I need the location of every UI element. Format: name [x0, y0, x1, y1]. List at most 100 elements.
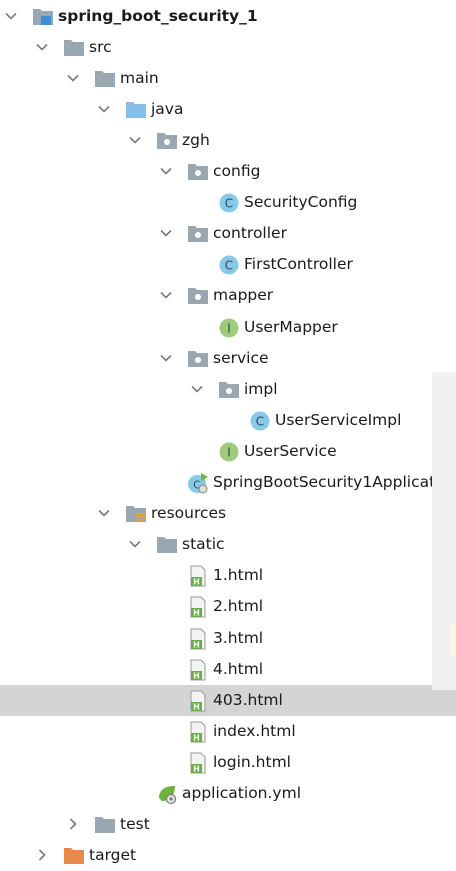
chevron-down-icon[interactable]	[159, 226, 173, 240]
tree-item-label: FirstController	[244, 255, 353, 274]
tree-item-java[interactable]: java	[0, 94, 456, 125]
svg-text:C: C	[225, 197, 233, 211]
chevron-down-icon[interactable]	[128, 133, 142, 147]
tree-item-static[interactable]: static	[0, 529, 456, 560]
tree-item-application-yml[interactable]: application.yml	[0, 778, 456, 809]
chevron-down-icon[interactable]	[128, 537, 142, 551]
chevron-down-icon[interactable]	[159, 288, 173, 302]
tree-item-service[interactable]: service	[0, 343, 456, 374]
spring-boot-class-icon: C	[187, 472, 209, 494]
interface-icon: I	[218, 441, 240, 463]
tree-item-controller[interactable]: controller	[0, 218, 456, 249]
tree-item-firstcontroller[interactable]: C FirstController	[0, 249, 456, 280]
chevron-down-icon[interactable]	[66, 71, 80, 85]
module-folder-icon	[32, 6, 54, 28]
tree-item-impl[interactable]: impl	[0, 374, 456, 405]
tree-item-label: test	[120, 815, 150, 834]
tree-item-3-html[interactable]: H 3.html	[0, 623, 456, 654]
class-icon: C	[249, 410, 271, 432]
tree-item-userserviceimpl[interactable]: C UserServiceImpl	[0, 405, 456, 436]
tree-item-label: UserMapper	[244, 317, 338, 336]
class-icon: C	[218, 254, 240, 276]
folder-icon	[156, 534, 178, 556]
tree-item-1-html[interactable]: H 1.html	[0, 560, 456, 591]
interface-icon: I	[218, 317, 240, 339]
excluded-folder-icon	[63, 845, 85, 867]
tree-item-label: spring_boot_security_1	[58, 6, 258, 25]
tree-item-label: 403.html	[213, 690, 283, 709]
tree-item-2-html[interactable]: H 2.html	[0, 591, 456, 622]
tree-item-main[interactable]: main	[0, 63, 456, 94]
tree-item-label: src	[89, 37, 112, 56]
package-icon	[187, 223, 209, 245]
tree-item-config[interactable]: config	[0, 156, 456, 187]
svg-text:H: H	[193, 609, 200, 618]
tree-item-label: login.html	[213, 752, 291, 771]
tree-item-label: static	[182, 535, 225, 554]
tree-item-label: main	[120, 68, 159, 87]
tree-item-label: service	[213, 348, 269, 367]
tree-item-label: 2.html	[213, 597, 264, 616]
html-file-icon: H	[187, 690, 209, 712]
tree-item-label: 3.html	[213, 628, 264, 647]
package-icon	[187, 161, 209, 183]
svg-text:H: H	[193, 733, 200, 742]
html-file-icon: H	[187, 628, 209, 650]
svg-text:I: I	[227, 321, 231, 335]
chevron-down-icon[interactable]	[4, 9, 18, 23]
svg-text:H: H	[193, 640, 200, 649]
tree-item-label: config	[213, 162, 261, 180]
chevron-right-icon[interactable]	[66, 817, 80, 831]
chevron-down-icon[interactable]	[35, 40, 49, 54]
tree-item-label: UserServiceImpl	[275, 410, 402, 429]
tree-item-label: index.html	[213, 721, 296, 740]
package-icon	[218, 379, 240, 401]
chevron-down-icon[interactable]	[97, 102, 111, 116]
tree-item-label: mapper	[213, 286, 274, 305]
tree-item-usermapper[interactable]: I UserMapper	[0, 312, 456, 343]
tree-item-userservice[interactable]: I UserService	[0, 436, 456, 467]
chevron-down-icon[interactable]	[97, 506, 111, 520]
tree-item-403-html[interactable]: H 403.html	[0, 684, 456, 716]
svg-text:I: I	[227, 445, 231, 459]
html-file-icon: H	[187, 721, 209, 743]
package-icon	[187, 285, 209, 307]
tree-item-zgh[interactable]: zgh	[0, 125, 456, 156]
chevron-down-icon[interactable]	[159, 351, 173, 365]
html-file-icon: H	[187, 752, 209, 774]
html-file-icon: H	[187, 596, 209, 618]
svg-text:C: C	[193, 479, 201, 492]
svg-text:H: H	[193, 578, 200, 587]
chevron-down-icon[interactable]	[190, 382, 204, 396]
svg-text:C: C	[256, 414, 264, 428]
class-icon: C	[218, 192, 240, 214]
chevron-down-icon[interactable]	[159, 164, 173, 178]
tree-item-spring-boot-security-1[interactable]: spring_boot_security_1	[0, 1, 456, 32]
tree-item-src[interactable]: src	[0, 32, 456, 63]
svg-text:H: H	[193, 702, 200, 711]
yaml-file-icon	[156, 783, 178, 805]
tree-item-label: resources	[151, 504, 227, 523]
tree-item-test[interactable]: test	[0, 809, 456, 840]
tree-item-target[interactable]: target	[0, 840, 456, 871]
tree-item-label: impl	[244, 379, 278, 398]
svg-text:C: C	[225, 259, 233, 273]
tree-item-label: 1.html	[213, 566, 264, 585]
tree-item-securityconfig[interactable]: C SecurityConfig	[0, 187, 456, 218]
tree-item-label: application.yml	[182, 784, 302, 802]
resources-folder-icon	[125, 503, 147, 525]
source-folder-icon	[125, 99, 147, 121]
tree-item-label: SecurityConfig	[244, 193, 358, 212]
tree-item-label: UserService	[244, 441, 337, 460]
chevron-right-icon[interactable]	[35, 848, 49, 862]
package-icon	[187, 348, 209, 370]
tree-item-label: zgh	[182, 130, 210, 149]
html-file-icon: H	[187, 659, 209, 681]
tree-item-mapper[interactable]: mapper	[0, 280, 456, 311]
tree-item-resources[interactable]: resources	[0, 498, 456, 529]
